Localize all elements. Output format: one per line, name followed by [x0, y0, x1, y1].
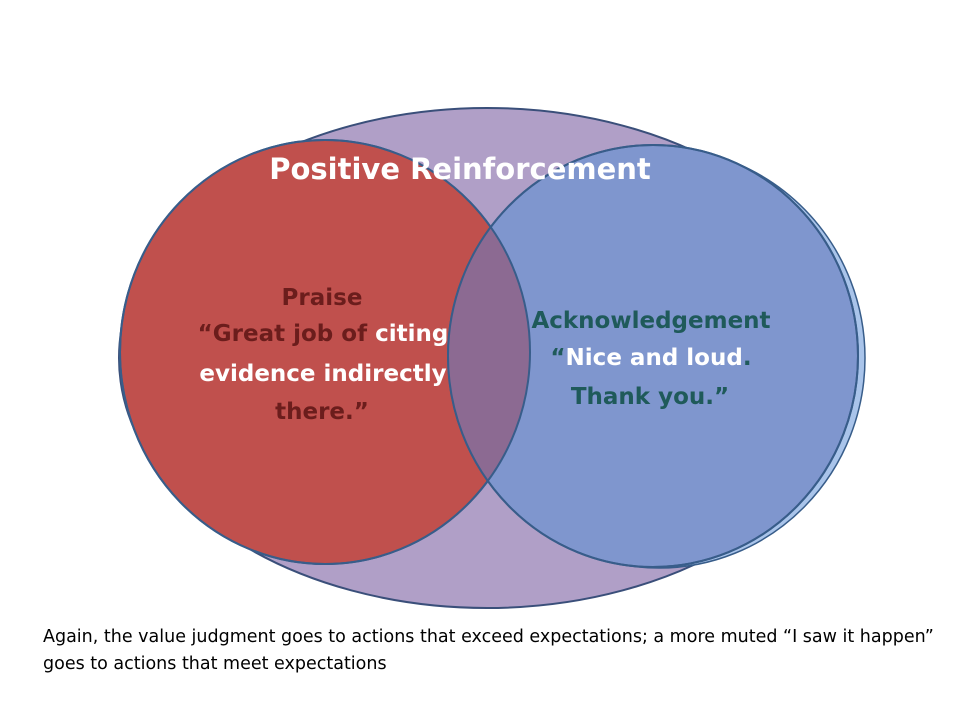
ack-quote-nice: Nice and loud	[566, 345, 743, 371]
acknowledgement-circle-outline	[447, 144, 859, 568]
slide-caption: Again, the value judgment goes to action…	[43, 627, 934, 674]
ack-quote-period: .	[743, 345, 752, 371]
praise-circle-outline	[119, 139, 531, 565]
praise-quote-line1: “Great job of citing	[198, 321, 449, 347]
praise-quote-citing: citing	[375, 321, 448, 347]
diagram-title: Positive Reinforcement	[269, 152, 651, 186]
praise-heading: Praise	[282, 285, 363, 311]
praise-quote-space	[367, 321, 375, 347]
praise-quote-line2: evidence indirectly	[199, 361, 446, 387]
praise-quote-line3: there.”	[275, 399, 369, 425]
praise-quote-dark: “Great job of	[198, 321, 368, 347]
acknowledgement-heading: Acknowledgement	[531, 308, 770, 334]
acknowledgement-quote-line1: “Nice and loud.	[550, 345, 751, 371]
ack-quote-open: “	[550, 345, 565, 371]
acknowledgement-quote-line2: Thank you.”	[571, 384, 729, 410]
